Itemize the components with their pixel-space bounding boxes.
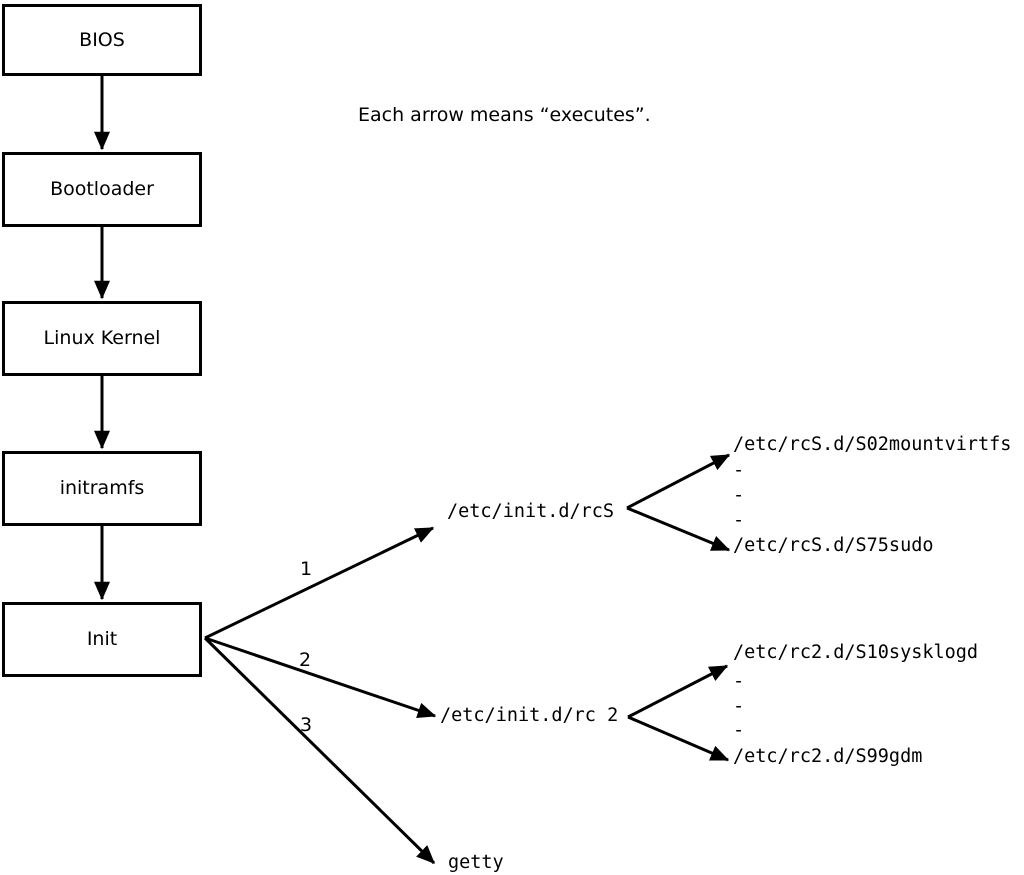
kernel-box: Linux Kernel xyxy=(2,301,202,376)
rc2-script-s99gdm: /etc/rc2.d/S99gdm xyxy=(733,746,923,767)
edge-label-3: 3 xyxy=(299,714,313,736)
diagram-caption: Each arrow means “executes”. xyxy=(358,104,651,126)
rcs-node-label: /etc/init.d/rcS xyxy=(447,501,615,522)
rcs-script-s75sudo: /etc/rcS.d/S75sudo xyxy=(733,535,934,556)
rc2-script-ellipsis-3: - xyxy=(733,720,745,741)
bootloader-label: Bootloader xyxy=(50,178,154,200)
edge-label-2: 2 xyxy=(298,649,312,671)
rc2-node-label: /etc/init.d/rc 2 xyxy=(440,705,619,726)
rcs-script-s02mountvirtfs: /etc/rcS.d/S02mountvirtfs xyxy=(733,434,1012,455)
rc2-script-s10sysklogd: /etc/rc2.d/S10sysklogd xyxy=(733,642,979,663)
initramfs-label: initramfs xyxy=(59,477,145,499)
edge-label-1: 1 xyxy=(299,558,313,580)
arrow-rc2-to-s10sysklogd xyxy=(627,664,729,719)
arrow-init-to-getty xyxy=(203,636,436,865)
arrow-init-to-rc2 xyxy=(204,636,437,719)
arrow-rcs-to-s75sudo xyxy=(626,506,731,552)
rcs-script-ellipsis-3: - xyxy=(733,510,745,531)
arrow-init-to-rcs xyxy=(204,526,435,640)
arrow-rcs-to-s02mountvirtfs xyxy=(626,453,731,510)
kernel-label: Linux Kernel xyxy=(43,327,161,349)
arrow-rc2-to-s99gdm xyxy=(627,715,730,762)
bios-box: BIOS xyxy=(2,4,202,76)
initramfs-box: initramfs xyxy=(2,451,202,526)
init-box: Init xyxy=(2,602,202,677)
rcs-script-ellipsis-2: - xyxy=(733,485,745,506)
rcs-script-ellipsis-1: - xyxy=(733,460,745,481)
init-label: Init xyxy=(86,628,118,650)
getty-node-label: getty xyxy=(448,852,504,873)
rc2-script-ellipsis-1: - xyxy=(733,671,745,692)
bootloader-box: Bootloader xyxy=(2,152,202,227)
rc2-script-ellipsis-2: - xyxy=(733,696,745,717)
bios-label: BIOS xyxy=(79,28,125,51)
